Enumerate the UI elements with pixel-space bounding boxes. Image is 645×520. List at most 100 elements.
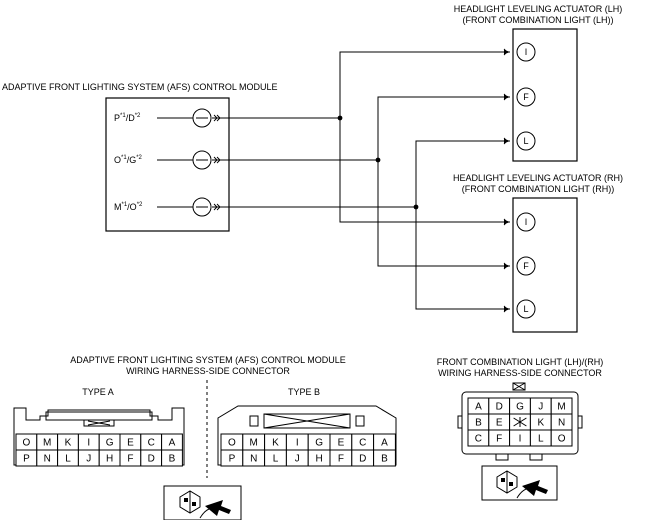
- svg-text:B: B: [381, 454, 388, 465]
- svg-text:D: D: [359, 454, 366, 465]
- svg-text:B: B: [475, 418, 482, 429]
- svg-text:F: F: [523, 261, 529, 271]
- type-b-pin-L: L: [264, 449, 287, 467]
- actuator-lh-pin-l: L: [516, 131, 536, 151]
- svg-text:D: D: [496, 402, 503, 413]
- type-a-pin-K: K: [57, 433, 79, 451]
- fcl-pin-J: J: [529, 397, 552, 415]
- fcl-pin-C: C: [467, 429, 490, 447]
- type-b-pin-H: H: [307, 449, 331, 467]
- type-b-pin-F: F: [329, 449, 353, 467]
- type-b-label: TYPE B: [288, 387, 320, 397]
- svg-text:M: M: [557, 402, 565, 413]
- fcl-pin-blank: [509, 413, 531, 431]
- type-a-pin-N: N: [36, 449, 59, 467]
- svg-text:J: J: [538, 402, 543, 413]
- actuator-lh-title-1: HEADLIGHT LEVELING ACTUATOR (LH): [454, 4, 623, 14]
- svg-text:C: C: [148, 438, 155, 449]
- actuator-rh-pin-l: L: [516, 299, 536, 319]
- fcl-pin-O: O: [550, 429, 573, 447]
- fcl-pin-G: G: [509, 397, 531, 415]
- svg-text:F: F: [523, 92, 529, 102]
- type-b-pin-I: I: [285, 433, 309, 451]
- afs-terminal-2: O*1/G*2: [114, 150, 212, 170]
- type-a-label: TYPE A: [82, 387, 114, 397]
- svg-text:F: F: [338, 454, 344, 465]
- fcl-pin-E: E: [488, 413, 511, 431]
- actuator-rh-title-2: (FRONT COMBINATION LIGHT (RH)): [462, 184, 615, 194]
- svg-text:H: H: [106, 454, 113, 465]
- wire-junctions: [337, 115, 419, 210]
- afs-module-title: ADAPTIVE FRONT LIGHTING SYSTEM (AFS) CON…: [2, 82, 278, 92]
- type-a-pin-P: P: [15, 449, 38, 467]
- fcl-pin-A: A: [467, 397, 490, 415]
- type-b-pin-A: A: [373, 433, 396, 451]
- svg-text:G: G: [106, 438, 114, 449]
- svg-text:I: I: [87, 438, 90, 449]
- svg-text:M: M: [43, 438, 51, 449]
- svg-text:M*1/O*2: M*1/O*2: [114, 202, 143, 212]
- svg-text:I: I: [519, 434, 522, 445]
- fcl-pin-L: L: [529, 429, 552, 447]
- type-a-pin-J: J: [77, 449, 100, 467]
- svg-text:I: I: [296, 438, 299, 449]
- svg-text:A: A: [169, 438, 176, 449]
- svg-text:A: A: [381, 438, 388, 449]
- connector-chevrons: [213, 48, 508, 313]
- type-b-pin-O: O: [220, 433, 244, 451]
- svg-text:E: E: [338, 438, 345, 449]
- svg-text:O: O: [23, 438, 31, 449]
- svg-text:P: P: [229, 454, 236, 465]
- fcl-pin-K: K: [529, 413, 552, 431]
- svg-text:H: H: [315, 454, 322, 465]
- afs-connector-title-1: ADAPTIVE FRONT LIGHTING SYSTEM (AFS) CON…: [70, 355, 346, 365]
- svg-text:K: K: [537, 418, 544, 429]
- svg-text:F: F: [496, 434, 502, 445]
- afs-terminal-1: P*1/D*2: [114, 108, 212, 128]
- svg-text:K: K: [272, 438, 279, 449]
- type-a-pin-I: I: [77, 433, 100, 451]
- type-a-pin-H: H: [98, 449, 121, 467]
- actuator-lh-pin-i: I: [516, 42, 536, 62]
- type-b-pin-J: J: [285, 449, 309, 467]
- type-b-pin-C: C: [351, 433, 375, 451]
- svg-text:G: G: [516, 402, 524, 413]
- type-b-pin-P: P: [220, 449, 244, 467]
- svg-text:L: L: [538, 434, 544, 445]
- svg-text:N: N: [558, 418, 565, 429]
- svg-text:O: O: [228, 438, 236, 449]
- svg-text:N: N: [250, 454, 257, 465]
- svg-text:L: L: [523, 136, 528, 146]
- svg-text:C: C: [475, 434, 482, 445]
- svg-text:L: L: [523, 304, 528, 314]
- type-b-pin-K: K: [264, 433, 287, 451]
- actuator-rh-pin-i: I: [516, 212, 536, 232]
- fcl-pin-F: F: [488, 429, 511, 447]
- svg-text:E: E: [127, 438, 134, 449]
- svg-text:J: J: [86, 454, 91, 465]
- fcl-connector-housing: [457, 382, 583, 461]
- svg-text:I: I: [525, 47, 528, 57]
- svg-text:M: M: [250, 438, 258, 449]
- fcl-connector-title-2: WIRING HARNESS-SIDE CONNECTOR: [438, 368, 602, 378]
- fcl-connector-title-1: FRONT COMBINATION LIGHT (LH)/(RH): [437, 357, 604, 367]
- afs-connector-title-2: WIRING HARNESS-SIDE CONNECTOR: [126, 366, 290, 376]
- actuator-rh-pin-f: F: [516, 256, 536, 276]
- svg-text:P*1/D*2: P*1/D*2: [114, 113, 141, 123]
- type-b-pin-E: E: [329, 433, 353, 451]
- type-a-pin-L: L: [57, 449, 79, 467]
- svg-text:E: E: [496, 418, 503, 429]
- svg-text:A: A: [475, 402, 482, 413]
- actuator-lh-box: [512, 28, 578, 162]
- actuator-lh-title-2: (FRONT COMBINATION LIGHT (LH)): [462, 15, 613, 25]
- type-a-pin-O: O: [15, 433, 38, 451]
- svg-text:L: L: [65, 454, 71, 465]
- type-b-pin-M: M: [242, 433, 266, 451]
- wires: [212, 49, 510, 312]
- svg-text:D: D: [148, 454, 155, 465]
- type-a-connector: [13, 407, 185, 466]
- svg-text:F: F: [127, 454, 133, 465]
- type-a-pin-G: G: [98, 433, 121, 451]
